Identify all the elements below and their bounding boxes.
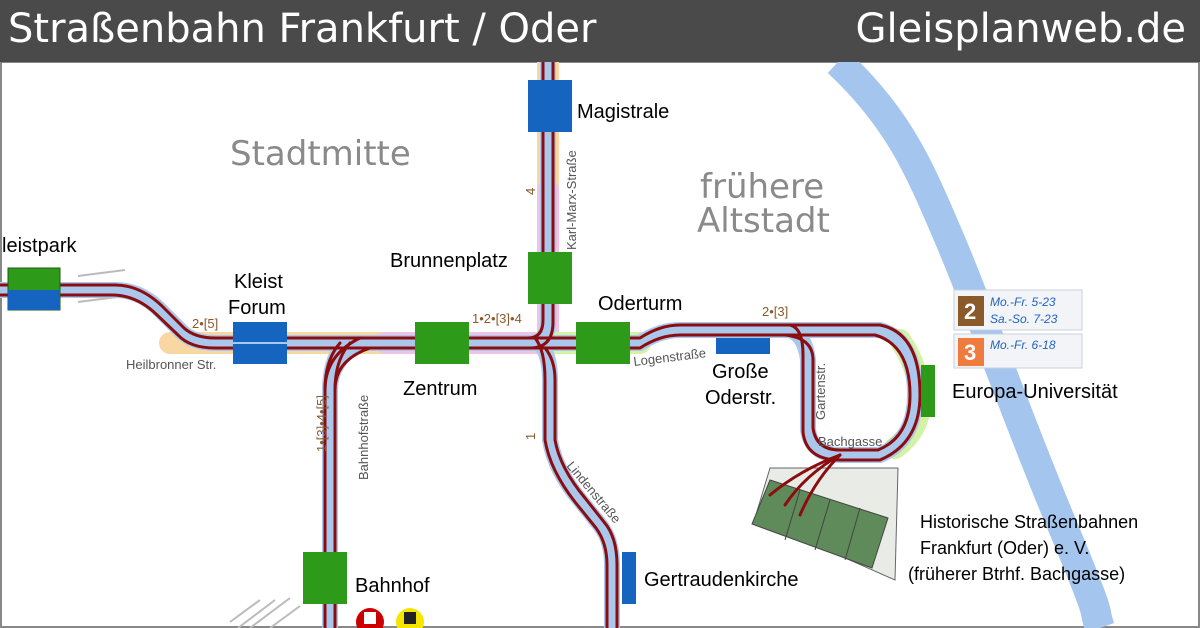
service-legend: 2 Mo.-Fr. 5-23 Sa.-So. 7-23 3 Mo.-Fr. 6-…	[953, 289, 1083, 369]
stops	[7, 80, 935, 604]
label-grosse-oderstr-1: Große	[712, 361, 769, 383]
area-altstadt-line2: Altstadt	[697, 201, 830, 241]
area-stadtmitte: Stadtmitte	[230, 134, 411, 174]
line-label-west: 2•[5]	[192, 316, 218, 331]
line-2-number: 2	[964, 299, 976, 324]
label-grosse-oderstr-2: Oderstr.	[705, 387, 776, 409]
line-3-hours-1: Mo.-Fr. 6-18	[990, 338, 1056, 352]
depot-label-2: Frankfurt (Oder) e. V.	[920, 538, 1089, 558]
map-title: Straßenbahn Frankfurt / Oder	[8, 6, 597, 52]
stop-bahnhof[interactable]	[303, 552, 347, 604]
stop-kleistpark-blue[interactable]	[8, 290, 60, 310]
stop-grosse-oderstr[interactable]	[716, 338, 770, 354]
stop-europa-universitaet[interactable]	[921, 365, 935, 417]
label-zentrum: Zentrum	[403, 378, 477, 400]
label-bahnhof: Bahnhof	[355, 575, 430, 597]
stop-brunnenplatz[interactable]	[528, 252, 572, 304]
railway-tracks	[77, 269, 301, 628]
street-bahnhofstrasse: Bahnhofstraße	[356, 395, 371, 480]
label-kleist-forum-2: Forum	[228, 297, 286, 319]
depot-label-3: (früherer Btrhf. Bachgasse)	[908, 564, 1125, 584]
stop-zentrum[interactable]	[415, 322, 469, 364]
stop-gertraudenkirche[interactable]	[622, 552, 636, 604]
tram-tracks	[0, 62, 922, 628]
stop-kleist-forum-north[interactable]	[233, 322, 287, 342]
street-bachgasse: Bachgasse	[818, 434, 882, 449]
street-karl-marx: Karl-Marx-Straße	[564, 150, 579, 250]
line-label-east: 2•[3]	[762, 304, 788, 319]
track-map: Stadtmitte frühere Altstadt leistpark Kl…	[0, 62, 1200, 628]
label-oderturm: Oderturm	[598, 293, 682, 315]
label-brunnenplatz: Brunnenplatz	[390, 250, 508, 272]
stop-oderturm[interactable]	[576, 322, 630, 364]
stop-magistrale[interactable]	[528, 80, 572, 132]
stop-kleist-forum-south[interactable]	[233, 344, 287, 364]
line-3-badge	[958, 338, 984, 366]
line-label-north: 4	[523, 188, 538, 195]
area-altstadt-line1: frühere	[700, 167, 824, 207]
label-kleistpark: leistpark	[2, 235, 77, 257]
line-2-badge	[958, 296, 984, 326]
label-kleist-forum-1: Kleist	[234, 271, 283, 293]
street-gartenstr: Gartenstr.	[813, 363, 828, 420]
depot-label-1: Historische Straßenbahnen	[920, 512, 1138, 532]
street-heilbronner: Heilbronner Str.	[126, 357, 216, 372]
line-3-number: 3	[964, 340, 976, 365]
train-icons	[356, 608, 424, 628]
line-label-south-bahnhof: 1•[3]•4•[5]	[314, 395, 329, 452]
line-label-south-linden: 1	[523, 433, 538, 440]
line-2-hours-2: Sa.-So. 7-23	[990, 312, 1058, 326]
line-label-center: 1•2•[3]•4	[472, 311, 522, 326]
label-magistrale: Magistrale	[577, 101, 669, 123]
header-bar: Straßenbahn Frankfurt / Oder Gleisplanwe…	[0, 0, 1200, 62]
line-2-hours-1: Mo.-Fr. 5-23	[990, 295, 1056, 309]
site-name[interactable]: Gleisplanweb.de	[855, 6, 1186, 52]
label-gertraudenkirche: Gertraudenkirche	[644, 569, 799, 591]
label-europa-universitaet: Europa-Universität	[952, 381, 1118, 403]
